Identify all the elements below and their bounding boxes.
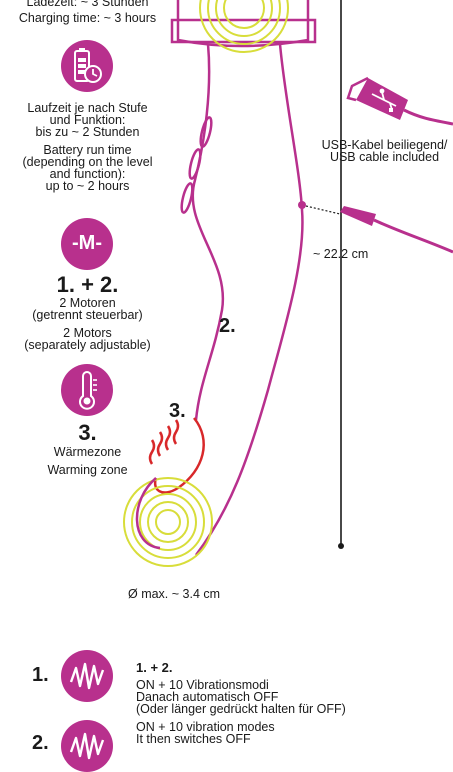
motors-de-2: (getrennt steuerbar) bbox=[32, 308, 143, 322]
warming-number: 3. bbox=[78, 420, 97, 445]
label-3: 3. bbox=[169, 400, 186, 422]
bottom-line-3: (Oder länger gedrückt halten für OFF) bbox=[136, 702, 346, 716]
battery-clock-icon bbox=[61, 40, 113, 92]
thermometer-icon bbox=[61, 364, 113, 416]
runtime-en-4: up to ~ 2 hours bbox=[45, 179, 130, 193]
vibration-wave-icon bbox=[61, 650, 113, 702]
charging-time-en: Charging time: ~ 3 hours bbox=[18, 11, 157, 25]
runtime-de-1: Laufzeit je nach Stufe bbox=[27, 101, 148, 115]
usb-cable-en: USB cable included bbox=[329, 150, 440, 164]
bottom-num-1: 1. bbox=[32, 664, 49, 686]
lower-head bbox=[123, 477, 213, 567]
warming-de: Wärmezone bbox=[53, 445, 122, 459]
runtime-en-1: Battery run time bbox=[43, 143, 132, 157]
warming-en: Warming zone bbox=[47, 463, 128, 477]
charging-time-de: Ladezeit: ~ 3 Stunden bbox=[26, 0, 149, 9]
motors-de-1: 2 Motoren bbox=[59, 296, 116, 310]
motors-en-2: (separately adjustable) bbox=[24, 338, 151, 352]
diameter-label: Ø max. ~ 3.4 cm bbox=[128, 587, 221, 601]
length-label: ~ 22.2 cm bbox=[313, 247, 369, 261]
vibration-wave-icon bbox=[61, 720, 113, 772]
motor-icon-text: -M- bbox=[72, 232, 102, 254]
usb-plug-icon bbox=[346, 76, 453, 126]
length-measure-line bbox=[338, 0, 344, 549]
device-head bbox=[170, 0, 317, 53]
runtime-de-2: und Funktion: bbox=[49, 113, 126, 127]
motors-en-1: 2 Motors bbox=[63, 326, 112, 340]
device-body bbox=[180, 43, 304, 556]
label-2: 2. bbox=[219, 315, 236, 337]
motor-icon: -M- bbox=[61, 218, 113, 270]
jack-plug-icon bbox=[298, 201, 453, 254]
product-illustration bbox=[123, 0, 453, 567]
bottom-line-4: ON + 10 vibration modes bbox=[136, 720, 275, 734]
runtime-en-2: (depending on the level bbox=[22, 155, 153, 169]
usb-cable-de: USB-Kabel beiliegend/ bbox=[321, 138, 448, 152]
bottom-line-1: ON + 10 Vibrationsmodi bbox=[136, 678, 269, 692]
runtime-en-3: and function): bbox=[49, 167, 126, 181]
bottom-line-5: It then switches OFF bbox=[136, 732, 251, 746]
runtime-de-3: bis zu ~ 2 Stunden bbox=[35, 125, 140, 139]
motors-heading: 1. + 2. bbox=[56, 272, 119, 297]
bottom-heading: 1. + 2. bbox=[136, 660, 173, 675]
bottom-line-2: Danach automatisch OFF bbox=[136, 690, 279, 704]
